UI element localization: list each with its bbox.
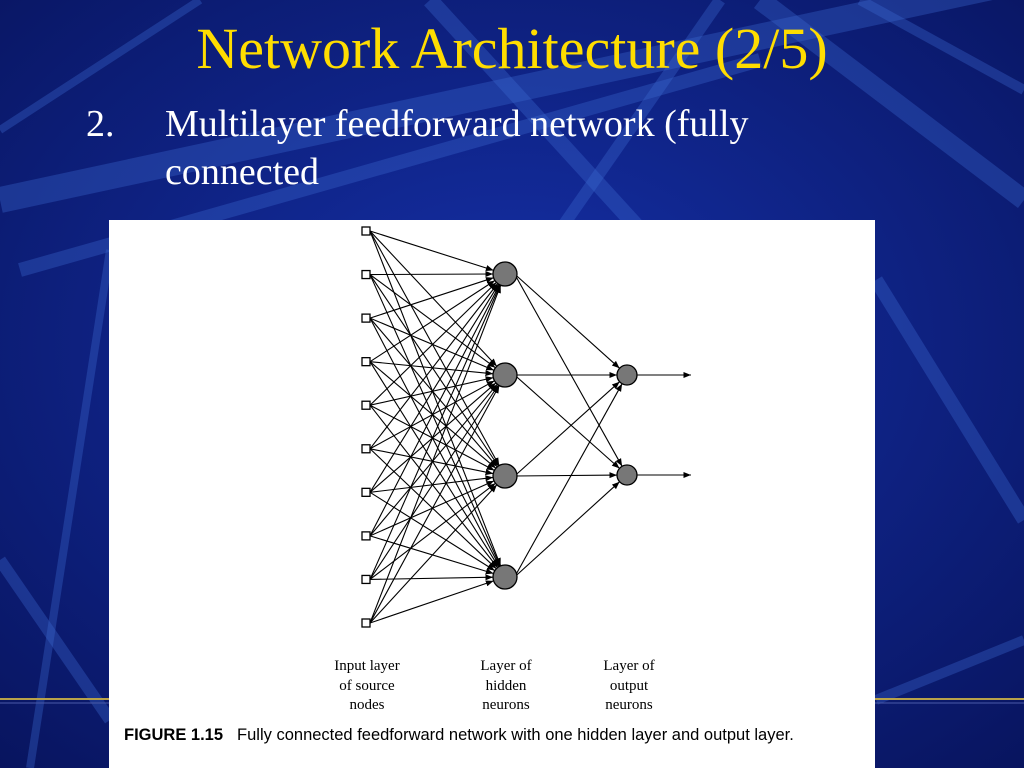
input-node-5 bbox=[361, 400, 371, 410]
input-layer-label: Input layer of source nodes bbox=[334, 658, 400, 713]
connection-input-8-hidden-1 bbox=[369, 284, 500, 537]
connection-input-10-hidden-4 bbox=[369, 580, 494, 624]
hidden-neuron-1 bbox=[492, 261, 518, 287]
connection-input-2-hidden-1 bbox=[369, 270, 494, 278]
connection-input-1-hidden-4 bbox=[369, 230, 502, 566]
hidden-neuron-4 bbox=[492, 564, 518, 590]
connection-input-5-hidden-2 bbox=[369, 376, 494, 406]
connection-input-9-hidden-3 bbox=[369, 482, 496, 580]
connection-input-10-hidden-1 bbox=[369, 285, 502, 624]
connection-input-9-hidden-2 bbox=[369, 384, 499, 580]
input-node-2 bbox=[361, 269, 371, 280]
connection-input-9-hidden-4 bbox=[369, 574, 494, 581]
output-layer-label: Layer of output neurons bbox=[603, 658, 655, 713]
input-node-10 bbox=[361, 618, 371, 628]
bullet-number: 2. bbox=[86, 103, 115, 145]
input-node-7 bbox=[361, 487, 371, 497]
connection-hidden-2-output-2 bbox=[514, 374, 620, 469]
connection-input-3-hidden-3 bbox=[369, 317, 498, 468]
connection-input-9-hidden-1 bbox=[369, 284, 501, 580]
connection-input-6-hidden-4 bbox=[369, 448, 497, 570]
connection-input-8-hidden-2 bbox=[369, 383, 498, 537]
connection-input-6-hidden-1 bbox=[369, 283, 499, 450]
hidden-neuron-2 bbox=[492, 362, 518, 388]
hidden-neuron-3 bbox=[492, 463, 518, 489]
connection-input-10-hidden-2 bbox=[369, 385, 500, 624]
connection-input-1-hidden-1 bbox=[369, 230, 494, 271]
input-node-4 bbox=[361, 357, 371, 367]
figure-caption: FIGURE 1.15 Fully connected feedforward n… bbox=[124, 725, 864, 746]
output-neuron-1 bbox=[616, 364, 638, 386]
connection-input-3-hidden-1 bbox=[369, 277, 494, 319]
connection-input-3-hidden-4 bbox=[369, 317, 500, 567]
caption-label: FIGURE 1.15 bbox=[124, 726, 224, 744]
connection-input-7-hidden-3 bbox=[369, 475, 494, 493]
connection-input-4-hidden-4 bbox=[369, 361, 500, 568]
output-neuron-2 bbox=[616, 464, 638, 486]
connection-input-4-hidden-2 bbox=[369, 361, 494, 377]
network-figure: Input layer of source nodes Layer of hid… bbox=[109, 220, 875, 768]
connection-input-10-hidden-3 bbox=[369, 484, 498, 624]
connection-hidden-4-output-1 bbox=[514, 383, 623, 578]
connection-hidden-3-output-1 bbox=[514, 381, 620, 477]
connection-input-7-hidden-1 bbox=[369, 283, 500, 493]
connection-input-5-hidden-4 bbox=[369, 404, 499, 568]
connection-input-8-hidden-4 bbox=[369, 535, 494, 575]
input-node-3 bbox=[361, 313, 371, 323]
connection-input-2-hidden-4 bbox=[369, 274, 501, 567]
input-node-9 bbox=[361, 574, 371, 585]
connection-input-1-hidden-2 bbox=[369, 230, 498, 367]
connection-input-1-hidden-3 bbox=[369, 230, 500, 466]
connection-input-4-hidden-1 bbox=[369, 280, 496, 363]
bullet-text: Multilayer feedforward network (fully co… bbox=[165, 103, 749, 193]
input-node-1 bbox=[361, 226, 371, 236]
connection-hidden-4-output-2 bbox=[514, 481, 620, 578]
connection-hidden-1-output-1 bbox=[514, 273, 620, 369]
input-node-8 bbox=[361, 531, 371, 541]
connection-input-6-hidden-3 bbox=[369, 448, 494, 476]
network-diagram bbox=[361, 226, 691, 628]
slide-title: Network Architecture (2/5) bbox=[196, 16, 828, 81]
caption-text: Fully connected feedforward network with… bbox=[237, 726, 794, 744]
hidden-layer-label: Layer of hidden neurons bbox=[480, 658, 532, 713]
connection-hidden-1-output-2 bbox=[514, 273, 623, 467]
connection-input-3-hidden-2 bbox=[369, 317, 495, 371]
connection-hidden-3-output-2 bbox=[514, 472, 618, 479]
input-node-6 bbox=[361, 444, 371, 454]
connection-input-5-hidden-1 bbox=[369, 282, 497, 406]
connection-input-2-hidden-3 bbox=[369, 274, 499, 467]
